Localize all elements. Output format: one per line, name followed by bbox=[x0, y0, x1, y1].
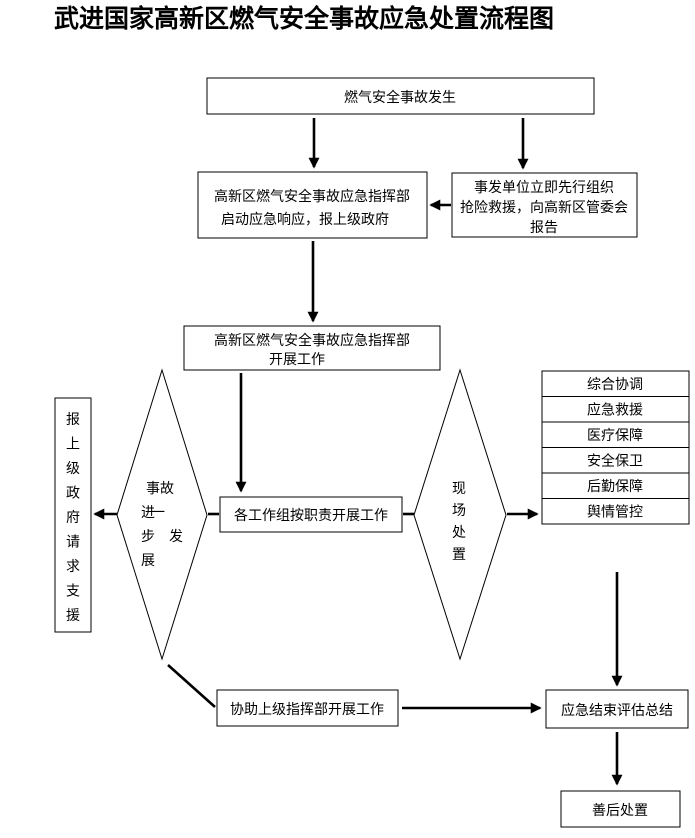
node-unit-rescue-line-2: 抢险救援，向高新区管委会 bbox=[460, 199, 628, 216]
node-report-up-char: 请 bbox=[66, 535, 80, 551]
team-item: 后勤保障 bbox=[541, 472, 690, 499]
node-escalate: 事故 进 一 步 发 展 bbox=[116, 368, 208, 661]
node-groups: 各工作组按职责开展工作 bbox=[219, 496, 403, 533]
node-end-eval: 应急结束评估总结 bbox=[545, 689, 689, 729]
node-escalate-char-2: 进 bbox=[141, 505, 155, 521]
node-report-up-char: 政 bbox=[66, 486, 80, 502]
node-report-up-char: 求 bbox=[66, 559, 80, 575]
node-report-up-char: 报 bbox=[66, 412, 80, 428]
team-item: 舆情管控 bbox=[541, 498, 690, 525]
node-onsite-char-3: 处 bbox=[452, 525, 466, 541]
node-assist: 协助上级指挥部开展工作 bbox=[216, 689, 399, 727]
edge-escalate-to-assist bbox=[167, 664, 216, 708]
node-report-up-char: 支 bbox=[66, 584, 80, 600]
team-item-label: 舆情管控 bbox=[587, 505, 643, 521]
node-unit-rescue-line-1: 事发单位立即先行组织 bbox=[474, 180, 614, 196]
node-unit-rescue: 事发单位立即先行组织 抢险救援，向高新区管委会 报告 bbox=[451, 172, 638, 238]
node-report-up-char: 援 bbox=[66, 608, 80, 624]
node-hq-work: 高新区燃气安全事故应急指挥部 开展工作 bbox=[183, 325, 441, 371]
node-report-up-char: 府 bbox=[66, 510, 80, 526]
team-item: 应急救援 bbox=[541, 396, 690, 423]
team-item-label: 安全保卫 bbox=[587, 453, 643, 470]
node-incident: 燃气安全事故发生 bbox=[206, 77, 595, 115]
node-onsite: 现 场 处 置 bbox=[413, 368, 507, 661]
node-escalate-char-4: 步 bbox=[141, 529, 155, 545]
node-onsite-char-4: 置 bbox=[452, 547, 466, 563]
team-item-label: 后勤保障 bbox=[587, 479, 643, 495]
node-escalate-char-3: 一 bbox=[151, 505, 165, 521]
team-item: 安全保卫 bbox=[541, 447, 690, 474]
node-hq-start-line-1: 高新区燃气安全事故应急指挥部 bbox=[214, 188, 410, 205]
node-hq-start-line-2: 启动应急响应，报上级政府 bbox=[221, 211, 389, 228]
page-title: 武进国家高新区燃气安全事故应急处置流程图 bbox=[54, 4, 554, 33]
node-escalate-char-1: 事故 bbox=[146, 481, 174, 497]
team-item-label: 综合协调 bbox=[587, 377, 643, 393]
team-item-label: 应急救援 bbox=[587, 402, 643, 419]
node-unit-rescue-line-3: 报告 bbox=[530, 220, 558, 236]
node-end-eval-label: 应急结束评估总结 bbox=[561, 702, 673, 719]
team-item: 医疗保障 bbox=[541, 421, 690, 448]
node-aftermath-label: 善后处置 bbox=[592, 803, 648, 819]
node-aftermath: 善后处置 bbox=[560, 790, 681, 828]
node-onsite-char-2: 场 bbox=[452, 503, 466, 519]
node-escalate-char-5: 发 bbox=[169, 529, 183, 545]
node-hq-work-line-2: 开展工作 bbox=[269, 352, 325, 368]
team-item: 综合协调 bbox=[541, 370, 690, 397]
node-incident-label: 燃气安全事故发生 bbox=[344, 89, 456, 106]
node-groups-label: 各工作组按职责开展工作 bbox=[234, 508, 388, 524]
node-report-up-char: 上 bbox=[66, 437, 80, 453]
node-assist-label: 协助上级指挥部开展工作 bbox=[230, 702, 384, 718]
node-onsite-char-1: 现 bbox=[452, 481, 466, 497]
node-report-up-char: 级 bbox=[66, 461, 80, 477]
team-item-label: 医疗保障 bbox=[587, 428, 643, 444]
node-hq-start: 高新区燃气安全事故应急指挥部 启动应急响应，报上级政府 bbox=[197, 171, 428, 239]
node-escalate-char-6: 展 bbox=[141, 553, 155, 569]
node-hq-work-line-1: 高新区燃气安全事故应急指挥部 bbox=[214, 332, 410, 349]
